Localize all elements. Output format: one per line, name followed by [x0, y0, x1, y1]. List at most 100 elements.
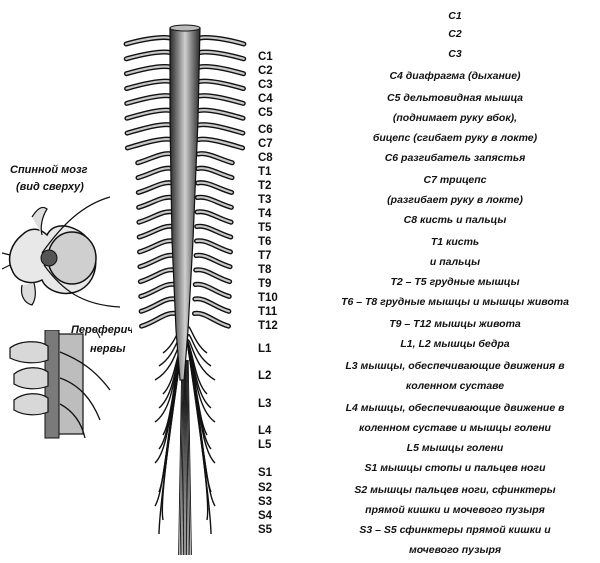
segment-label-l4: L4	[258, 425, 272, 437]
segment-label-t11: T11	[258, 306, 278, 318]
nerve-root-highlight-left-8	[126, 138, 173, 150]
function-line-5: C5 дельтовидная мышца	[387, 92, 523, 104]
function-line-18: L3 мышцы, обеспечивающие движения в	[345, 360, 565, 372]
function-line-7: бицепс (сгибает руку в локте)	[372, 132, 538, 144]
segment-label-c4: C4	[258, 93, 273, 105]
segment-label-t3: T3	[258, 194, 272, 206]
nerve-root-highlight-left-3	[125, 65, 172, 75]
nerve-root-highlight-left-18	[139, 283, 176, 298]
function-line-13: и пальцы	[429, 256, 481, 268]
function-line-21: коленном суставе и мышцы голени	[359, 422, 551, 434]
nerve-roots	[123, 35, 247, 329]
nerve-root-highlight-right-4	[198, 79, 245, 90]
function-line-12: T1 кисть	[430, 236, 480, 248]
nerve-root-highlight-right-8	[197, 138, 244, 150]
segment-label-t7: T7	[258, 250, 272, 262]
cauda-fiber-right-3	[186, 339, 216, 381]
nerve-root-highlight-left-17	[139, 268, 176, 283]
function-line-15: T6 – T8 грудные мышцы и мышцы живота	[341, 296, 569, 308]
function-line-10: (разгибает руку в локте)	[387, 194, 523, 206]
function-line-17: L1, L2 мышцы бедра	[400, 338, 510, 350]
function-line-22: L5 мышцы голени	[406, 442, 504, 454]
cauda-fiber-left-14	[158, 339, 184, 535]
segment-label-l2: L2	[258, 370, 272, 382]
function-line-14: T2 – T5 грудные мышцы	[390, 276, 520, 288]
function-line-2: C2	[448, 28, 462, 40]
function-line-27: мочевого пузыря	[408, 544, 502, 556]
nerve-root-highlight-right-17	[194, 268, 231, 283]
nerve-root-highlight-left-20	[140, 312, 177, 328]
segment-label-s2: S2	[258, 482, 273, 494]
segment-label-s1: S1	[258, 467, 273, 479]
segment-label-t9: T9	[258, 278, 272, 290]
nerve-root-highlight-left-14	[138, 225, 175, 239]
segment-label-t1: T1	[258, 166, 272, 178]
nerve-root-highlight-left-5	[125, 94, 172, 105]
segment-label-t2: T2	[258, 180, 272, 192]
segment-label-c5: C5	[258, 107, 273, 119]
nerve-root-highlight-left-13	[137, 210, 175, 224]
function-line-8: C6 разгибатель запястья	[384, 152, 526, 164]
segment-label-l1: L1	[258, 343, 272, 355]
nerve-root-highlight-right-16	[194, 254, 232, 268]
function-line-1: C1	[448, 10, 462, 22]
nerve-root-highlight-right-7	[197, 123, 244, 135]
nerve-root-highlight-right-12	[196, 196, 233, 209]
function-line-3: C3	[448, 48, 462, 60]
function-line-19: коленном суставе	[405, 380, 505, 392]
segment-label-l5: L5	[258, 439, 272, 451]
function-line-24: S2 мышцы пальцев ноги, сфинктеры	[354, 484, 556, 496]
vertebrae-side-view-illustration	[9, 330, 111, 439]
function-line-11: C8 кисть и пальцы	[403, 214, 507, 226]
nerve-root-highlight-left-6	[125, 108, 172, 120]
segment-label-t4: T4	[258, 208, 272, 220]
nerve-root-highlight-right-18	[194, 283, 231, 298]
segment-label-s3: S3	[258, 496, 273, 508]
caption-spinal-cord: Спинной мозг	[10, 164, 88, 176]
function-line-9: C7 трицепс	[423, 174, 487, 186]
cauda-center-fiber-3	[181, 359, 184, 556]
cauda-center-fiber-8	[186, 359, 191, 556]
nerve-root-highlight-right-20	[193, 312, 230, 328]
nerve-root-highlight-left-7	[126, 123, 173, 135]
nerve-root-highlight-right-19	[193, 297, 230, 313]
cauda-center-fiber-9	[187, 359, 192, 556]
segment-label-t6: T6	[258, 236, 272, 248]
function-line-4: C4 диафрагма (дыхание)	[389, 70, 521, 82]
function-line-20: L4 мышцы, обеспечивающие движение в	[345, 402, 565, 414]
cauda-fiber-right-14	[186, 339, 212, 535]
nerve-root-highlight-left-19	[140, 297, 177, 313]
function-line-6: (поднимает руку вбок),	[392, 112, 518, 124]
function-line-25: прямой кишки и мочевого пузыря	[365, 504, 545, 516]
cauda-center-fiber-7	[186, 359, 189, 556]
cauda-center-fiber-6	[185, 359, 188, 556]
spinal-cord-body	[169, 27, 201, 381]
function-line-16: T9 – T12 мышцы живота	[389, 318, 521, 330]
nerve-root-highlight-right-6	[198, 108, 245, 120]
cauda-center-fiber-1	[178, 359, 183, 556]
caption-peripheral: Перефериче	[71, 324, 132, 336]
nerve-root-highlight-right-5	[198, 94, 245, 105]
nerve-root-highlight-right-1	[198, 36, 245, 46]
cauda-center-fiber-4	[182, 359, 185, 556]
segment-label-c2: C2	[258, 65, 273, 77]
nerve-root-highlight-left-16	[138, 254, 176, 268]
function-line-26: S3 – S5 сфинктеры прямой кишки и	[359, 524, 551, 536]
nerve-root-highlight-right-15	[195, 239, 232, 253]
function-line-23: S1 мышцы стопы и пальцев ноги	[364, 462, 546, 474]
segment-label-c3: C3	[258, 79, 273, 91]
nerve-root-highlight-left-4	[125, 79, 172, 90]
nerve-root-highlight-left-2	[125, 50, 172, 60]
nerve-root-highlight-left-9	[136, 152, 173, 164]
segment-label-l3: L3	[258, 398, 272, 410]
segment-label-c8: C8	[258, 152, 273, 164]
nerve-root-highlight-left-11	[137, 181, 174, 194]
nerve-root-highlight-left-10	[136, 167, 174, 179]
segment-label-t5: T5	[258, 222, 272, 234]
segment-label-t10: T10	[258, 292, 278, 304]
caption-top-view: (вид сверху)	[16, 181, 84, 193]
segment-label-c7: C7	[258, 138, 273, 150]
nerve-root-highlight-left-1	[125, 36, 172, 46]
nerve-root-highlight-right-14	[195, 225, 232, 239]
